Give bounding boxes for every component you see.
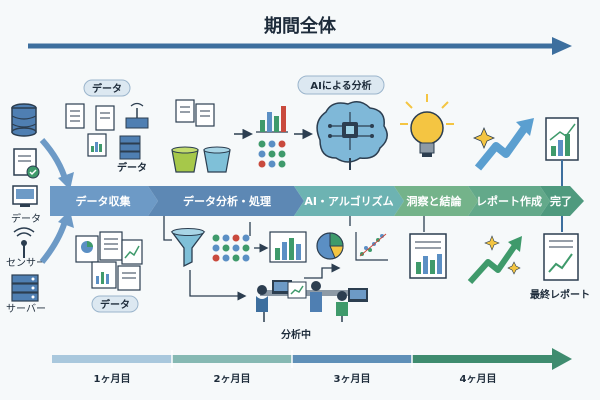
bar-chart-icon <box>256 106 288 133</box>
stage-segment-1 <box>50 186 158 216</box>
stage-segment-6 <box>540 186 584 216</box>
sparkle-icon <box>472 126 496 150</box>
final-report-icon <box>543 233 579 281</box>
inflow-arrow-bottom <box>39 217 69 264</box>
lower-flow-line-1 <box>163 216 172 241</box>
analysts-working-icon <box>256 280 368 322</box>
timeline: 1ヶ月目 2ヶ月目 3ヶ月目 4ヶ月目 <box>52 348 572 385</box>
bottom-data-pill <box>91 295 139 313</box>
timeline-arrow-head <box>552 348 572 370</box>
stage-label-1: データ収集 <box>76 194 132 208</box>
dot-grid-icon <box>258 140 286 168</box>
lower-flow-line-2 <box>189 270 247 301</box>
sensor-icon <box>13 227 35 258</box>
computer-icon <box>12 185 38 207</box>
documents-icon <box>65 103 115 157</box>
scatter-plot-icon <box>355 232 388 261</box>
report-stack-icon <box>75 231 143 291</box>
database-icon <box>11 103 37 137</box>
stage-segment-2 <box>148 186 304 216</box>
stage-segment-5 <box>468 186 550 216</box>
top-data-pill <box>83 79 131 97</box>
title-arrow-head <box>552 37 572 55</box>
timeline-segment-4 <box>412 355 556 363</box>
timeline-month-3: 3ヶ月目 <box>334 373 371 385</box>
trend-arrow-icon <box>474 118 534 171</box>
lower-trend-arrow-icon <box>467 235 522 285</box>
timeline-segment-3 <box>292 355 412 363</box>
lightbulb-icon <box>400 94 454 157</box>
stage-label-5: レポート作成 <box>476 194 542 208</box>
stage-band: データ収集 データ分析・処理 AI・アルゴリズム 洞察と結論 レポート作成 完了 <box>50 186 584 216</box>
ai-callout: AIによる分析 <box>310 79 371 92</box>
timeline-month-1: 1ヶ月目 <box>94 373 131 385</box>
ai-callout-pill <box>297 75 385 95</box>
stage-segment-4 <box>394 186 478 216</box>
top-data-label: データ <box>92 82 122 95</box>
bucket-icon <box>171 146 231 173</box>
stage-label-4: 洞察と結論 <box>407 194 463 208</box>
stage-label-6: 完了 <box>550 194 572 208</box>
insight-report-icon <box>409 233 447 279</box>
timeline-month-4: 4ヶ月目 <box>460 373 497 385</box>
database-label: データ <box>11 212 41 225</box>
title: 期間全体 <box>264 15 337 37</box>
bottom-data-label: データ <box>100 298 130 311</box>
timeline-month-2: 2ヶ月目 <box>214 373 251 385</box>
report-chart-icon <box>545 117 579 161</box>
lower-dot-grid-icon <box>212 234 250 262</box>
files-transfer-icon <box>175 99 215 127</box>
server-label: サーバー <box>6 303 46 315</box>
funnel-icon <box>170 228 206 268</box>
final-report-label: 最終レポート <box>530 288 590 301</box>
stage-label-2: データ分析・処理 <box>183 194 271 208</box>
timeline-segment-2 <box>172 355 292 363</box>
pie-chart-icon <box>316 232 344 260</box>
lower-bar-chart-icon <box>269 231 307 263</box>
mid-data-label: データ <box>117 161 147 174</box>
inflow-arrow-top <box>39 137 69 183</box>
brain-icon <box>316 101 388 170</box>
stage-segment-3 <box>294 186 404 216</box>
lower-flow-line-3 <box>304 263 341 279</box>
stage-label-3: AI・アルゴリズム <box>304 194 393 208</box>
timeline-segment-1 <box>52 355 172 363</box>
server-rack-icon <box>119 135 141 160</box>
sensor-label: センサー <box>6 257 46 269</box>
router-icon <box>125 102 149 129</box>
analyzing-label: 分析中 <box>281 328 311 341</box>
document-check-icon <box>13 148 40 179</box>
server-icon <box>11 274 39 302</box>
